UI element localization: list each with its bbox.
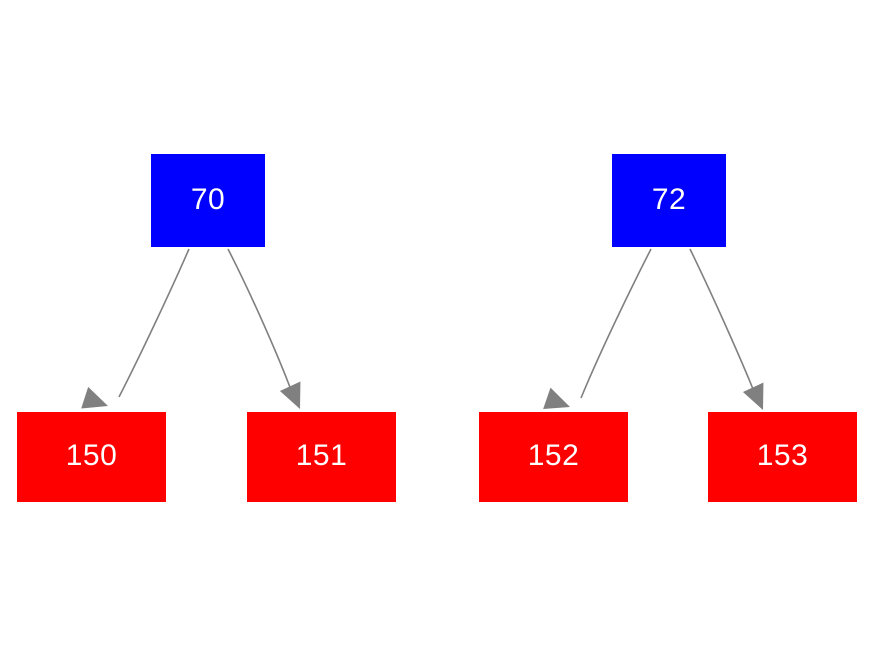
graph-edge-70-151 <box>227 248 301 409</box>
edge-line <box>118 248 190 398</box>
edge-arrowhead <box>742 382 764 410</box>
edge-arrowhead <box>279 381 301 409</box>
edge-line <box>689 248 758 400</box>
node-label: 72 <box>651 182 687 216</box>
node-label: 151 <box>295 439 348 472</box>
graph-node-72[interactable]: 72 <box>612 154 726 247</box>
graph-node-70[interactable]: 70 <box>151 154 265 247</box>
node-label: 152 <box>527 439 580 472</box>
graph-node-150[interactable]: 150 <box>17 412 166 502</box>
edge-line <box>580 248 652 399</box>
graph-node-152[interactable]: 152 <box>479 412 628 502</box>
graph-node-151[interactable]: 151 <box>247 412 396 502</box>
node-label: 70 <box>190 182 226 216</box>
graph-node-153[interactable]: 153 <box>708 412 857 502</box>
node-label: 153 <box>756 439 809 472</box>
graph-edge-70-150 <box>81 248 190 409</box>
node-label: 150 <box>65 439 118 472</box>
graph-edge-72-152 <box>543 248 652 409</box>
edge-line <box>227 248 295 399</box>
graph-edge-72-153 <box>689 248 764 410</box>
